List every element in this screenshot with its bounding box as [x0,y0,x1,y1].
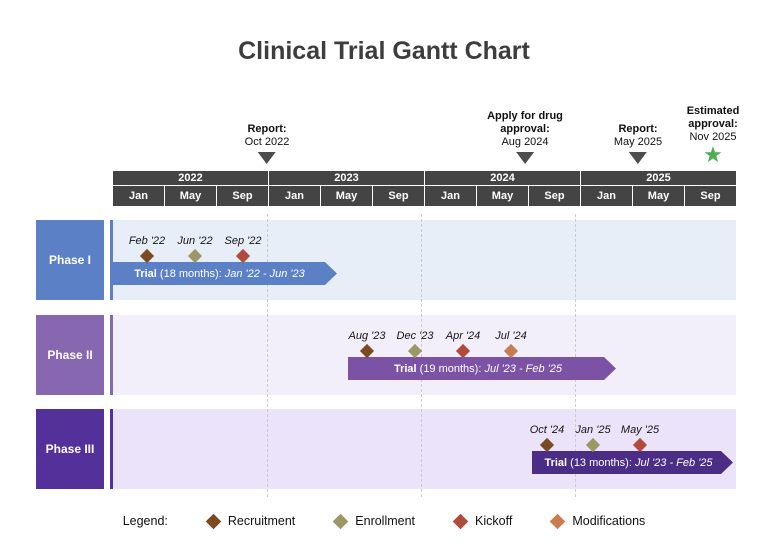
month-cell: Jan [113,186,164,206]
phase-label: Phase I [36,220,104,300]
trial-bar-label-mid: (18 months): [156,267,225,280]
phase-row-background [110,220,736,300]
annotation-date: Aug 2024 [501,136,549,148]
annotation-label: approval: [688,118,738,130]
annotation-date: Nov 2025 [689,131,737,143]
month-cell: Jan [269,186,320,206]
recruitment-diamond-icon [205,513,222,529]
phase-label: Phase III [36,409,104,489]
triangle-down-icon [516,152,534,164]
phase-label: Phase II [36,315,104,395]
annotation-date: Oct 2022 [244,136,290,148]
trial-bar-label-dates: Jan '22 - Jun '23 [224,267,305,280]
year-cell: 2022 [113,171,268,185]
modifications-diamond-icon [550,513,566,529]
month-cell: May [633,186,684,206]
legend-item-enrollment: Enrollment [333,513,416,529]
legend-item-label: Recruitment [227,514,296,528]
legend-item-label: Enrollment [355,514,416,528]
triangle-down-icon [629,152,647,164]
phase-label-text: Phase I [48,253,92,267]
legend-title: Legend: [122,514,168,528]
milestone-label: Aug '23 [348,330,386,342]
star-icon: ★ [703,142,723,167]
phase-row-background [110,315,736,395]
milestone-label: Feb '22 [128,235,166,247]
trial-bar-label-bold: Trial [134,267,157,280]
month-cell: Jan [425,186,476,206]
milestone-label: Apr '24 [445,330,481,342]
phase-label-text: Phase II [47,348,93,362]
trial-bar-label-dates: Jul '23 - Feb '25 [484,362,563,375]
annotation-report-may-2025: Report:May 2025 [614,123,662,164]
year-gridline [421,214,422,497]
annotation-label: Report: [247,123,287,135]
trial-bar: Trial (19 months): Jul '23 - Feb '25 [348,357,616,380]
annotation-label: Apply for drug [487,110,563,122]
phase-label-text: Phase III [45,442,95,456]
year-cell: 2024 [425,171,580,185]
month-cell: Sep [373,186,424,206]
year-gridline [575,214,576,497]
trial-bar-label-bold: Trial [544,456,568,469]
month-cell: Sep [685,186,736,206]
legend: Legend: Recruitment Enrollment Kickoff Modif… [0,513,768,529]
month-cell: Sep [529,186,580,206]
chart-title: Clinical Trial Gantt Chart [238,37,530,65]
annotation-date: May 2025 [613,136,663,148]
phase-row-background [110,409,736,489]
annotation-label: Report: [618,123,658,135]
triangle-down-icon [257,152,276,164]
annotation-report-oct-2022: Report:Oct 2022 [244,123,290,164]
kickoff-diamond-icon [452,513,469,529]
milestone-label: Jul '24 [495,330,527,342]
month-cell: May [165,186,216,206]
trial-bar: Trial (18 months): Jan '22 - Jun '23 [110,262,337,285]
year-cell: 2025 [581,171,736,185]
milestone-label: Oct '24 [529,424,565,436]
trial-bar: Trial (13 months): Jul '23 - Feb '25 [532,451,733,474]
trial-bar-label-mid: (13 months): [567,456,635,469]
milestone-label: Sep '22 [224,235,262,247]
month-cell: Jan [581,186,632,206]
year-gridline [267,214,268,497]
enrollment-diamond-icon [333,513,349,529]
annotation-label: Estimated [686,105,740,117]
milestone-label: Jan '25 [575,424,611,436]
month-cell: May [321,186,372,206]
year-cell: 2023 [269,171,424,185]
legend-item-modifications: Modifications [550,513,646,529]
milestone-label: Dec '23 [396,330,434,342]
trial-bar-label-dates: Jul '23 - Feb '25 [634,456,713,469]
milestone-label: May '25 [620,424,660,436]
month-cell: Sep [217,186,268,206]
legend-item-kickoff: Kickoff [452,513,513,529]
trial-bar-label-mid: (19 months): [416,362,485,375]
legend-item-label: Kickoff [475,514,513,528]
month-cell: May [477,186,528,206]
annotation-label: approval: [500,123,550,135]
trial-bar-label-bold: Trial [393,362,417,375]
legend-item-label: Modifications [572,514,646,528]
milestone-label: Jun '22 [177,235,213,247]
legend-item-recruitment: Recruitment [205,513,296,529]
